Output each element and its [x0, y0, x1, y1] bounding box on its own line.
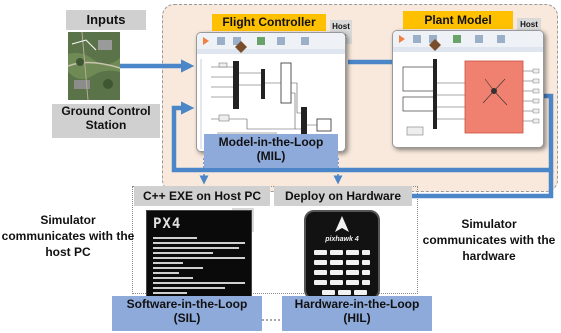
sil-label-line1: Software-in-the-Loop — [126, 297, 248, 311]
sil-label-line2: (SIL) — [173, 311, 201, 326]
terminal-line — [153, 277, 193, 279]
arrow-up-icon — [335, 216, 349, 232]
hil-label-line2: (HIL) — [343, 311, 371, 326]
mil-label-line1: Model-in-the-Loop — [218, 135, 324, 149]
toolbar-strip — [197, 49, 345, 54]
cpp-exe-label: C++ EXE on Host PC — [134, 186, 270, 206]
connector-port — [314, 280, 327, 285]
connector-port — [330, 270, 343, 275]
connector-port — [346, 250, 359, 255]
connector-port — [338, 290, 351, 295]
flight-controller-model-screenshot — [196, 32, 346, 152]
ground-control-station-label: Ground Control Station — [52, 104, 160, 138]
terminal-line — [153, 257, 245, 259]
terminal-line — [153, 287, 225, 289]
flight-controller-label: Flight Controller — [212, 14, 326, 31]
arrow-hardware-feedback — [412, 170, 554, 199]
connector-port — [362, 260, 370, 265]
connector-port — [346, 270, 359, 275]
connector-port — [314, 270, 327, 275]
inputs-label: Inputs — [66, 10, 146, 30]
plant-model-label: Plant Model — [403, 11, 513, 29]
terminal-line — [153, 252, 213, 254]
flight-controller-diagram-content — [200, 37, 332, 149]
connector-port — [322, 290, 335, 295]
connector-port — [330, 250, 343, 255]
terminal-line — [153, 262, 183, 264]
connector-port — [330, 280, 343, 285]
connector-port — [362, 270, 370, 275]
connector-port — [346, 280, 359, 285]
ground-map-image — [68, 32, 120, 100]
connector-port — [362, 280, 370, 285]
terminal-line — [153, 267, 203, 269]
pixhawk-board-image: pixhawk 4 — [304, 210, 380, 300]
simulator-host-pc-text: Simulator communicates with the host PC — [1, 213, 135, 259]
arrow-plant-feedback — [171, 93, 554, 173]
connector-port — [362, 250, 370, 255]
connector-port — [354, 290, 367, 295]
terminal-line — [153, 247, 239, 249]
plant-model-diagram-content — [399, 35, 540, 136]
terminal-line — [153, 242, 245, 244]
mil-label-line2: (MIL) — [256, 149, 286, 164]
connector-port — [314, 260, 327, 265]
connector-port — [346, 260, 359, 265]
px4-terminal-screenshot: PX4 — [146, 210, 252, 298]
connector-port — [314, 250, 327, 255]
deploy-hardware-label: Deploy on Hardware — [274, 186, 412, 206]
px4-ascii-logo: PX4 — [153, 216, 182, 232]
sil-label: Software-in-the-Loop (SIL) — [112, 296, 262, 331]
hil-label: Hardware-in-the-Loop (HIL) — [282, 296, 432, 331]
pixhawk-brand-text: pixhawk 4 — [325, 236, 359, 243]
mil-label: Model-in-the-Loop (MIL) — [204, 134, 338, 168]
terminal-line — [153, 282, 245, 284]
terminal-line — [153, 272, 179, 274]
terminal-line — [153, 292, 187, 294]
plant-model-screenshot — [392, 30, 544, 148]
terminal-line — [153, 237, 197, 239]
toolbar-strip — [393, 47, 543, 52]
hil-label-line1: Hardware-in-the-Loop — [294, 297, 420, 311]
connector-port — [330, 260, 343, 265]
simulator-hardware-text: Simulator communicates with the hardware — [422, 217, 556, 263]
